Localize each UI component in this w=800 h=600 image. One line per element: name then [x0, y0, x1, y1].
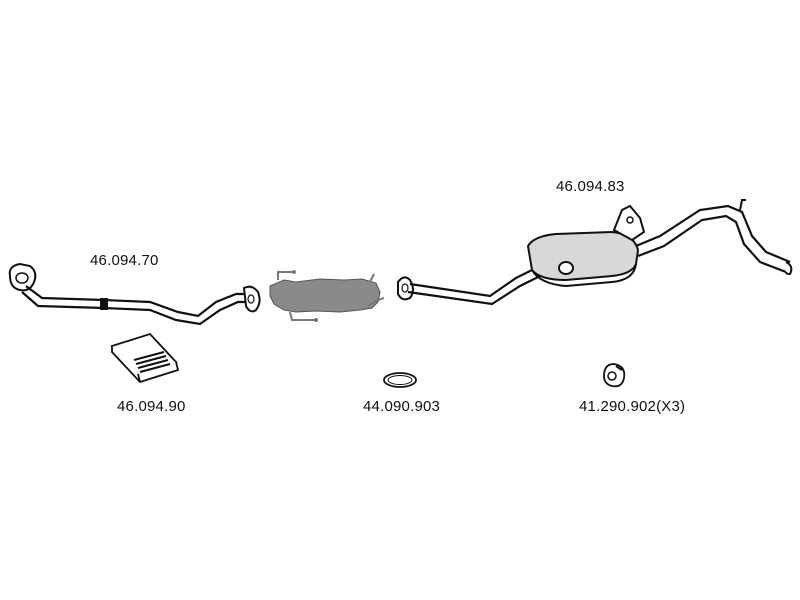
mounting-kit-part-number: 46.094.90	[117, 398, 186, 415]
rear-pipe-inlet-flange	[397, 276, 414, 301]
catalyst-drawing	[269, 270, 385, 322]
front-pipe-drawing	[8, 262, 261, 326]
front-pipe-outlet-flange	[242, 285, 261, 313]
rear-silencer-drawing	[397, 199, 793, 306]
rear-silencer-part-number: 46.094.83	[556, 178, 625, 195]
gasket-part-number: 44.090.903	[363, 398, 441, 415]
mounting-kit-drawing	[110, 332, 180, 384]
front-pipe-part-number: 46.094.70	[90, 252, 159, 269]
gasket-drawing	[383, 372, 417, 388]
front-pipe-inlet-flange	[8, 262, 37, 292]
rubber-hanger-drawing	[603, 363, 626, 388]
rubber-hanger-part-number: 41.290.902(X3)	[579, 398, 686, 415]
